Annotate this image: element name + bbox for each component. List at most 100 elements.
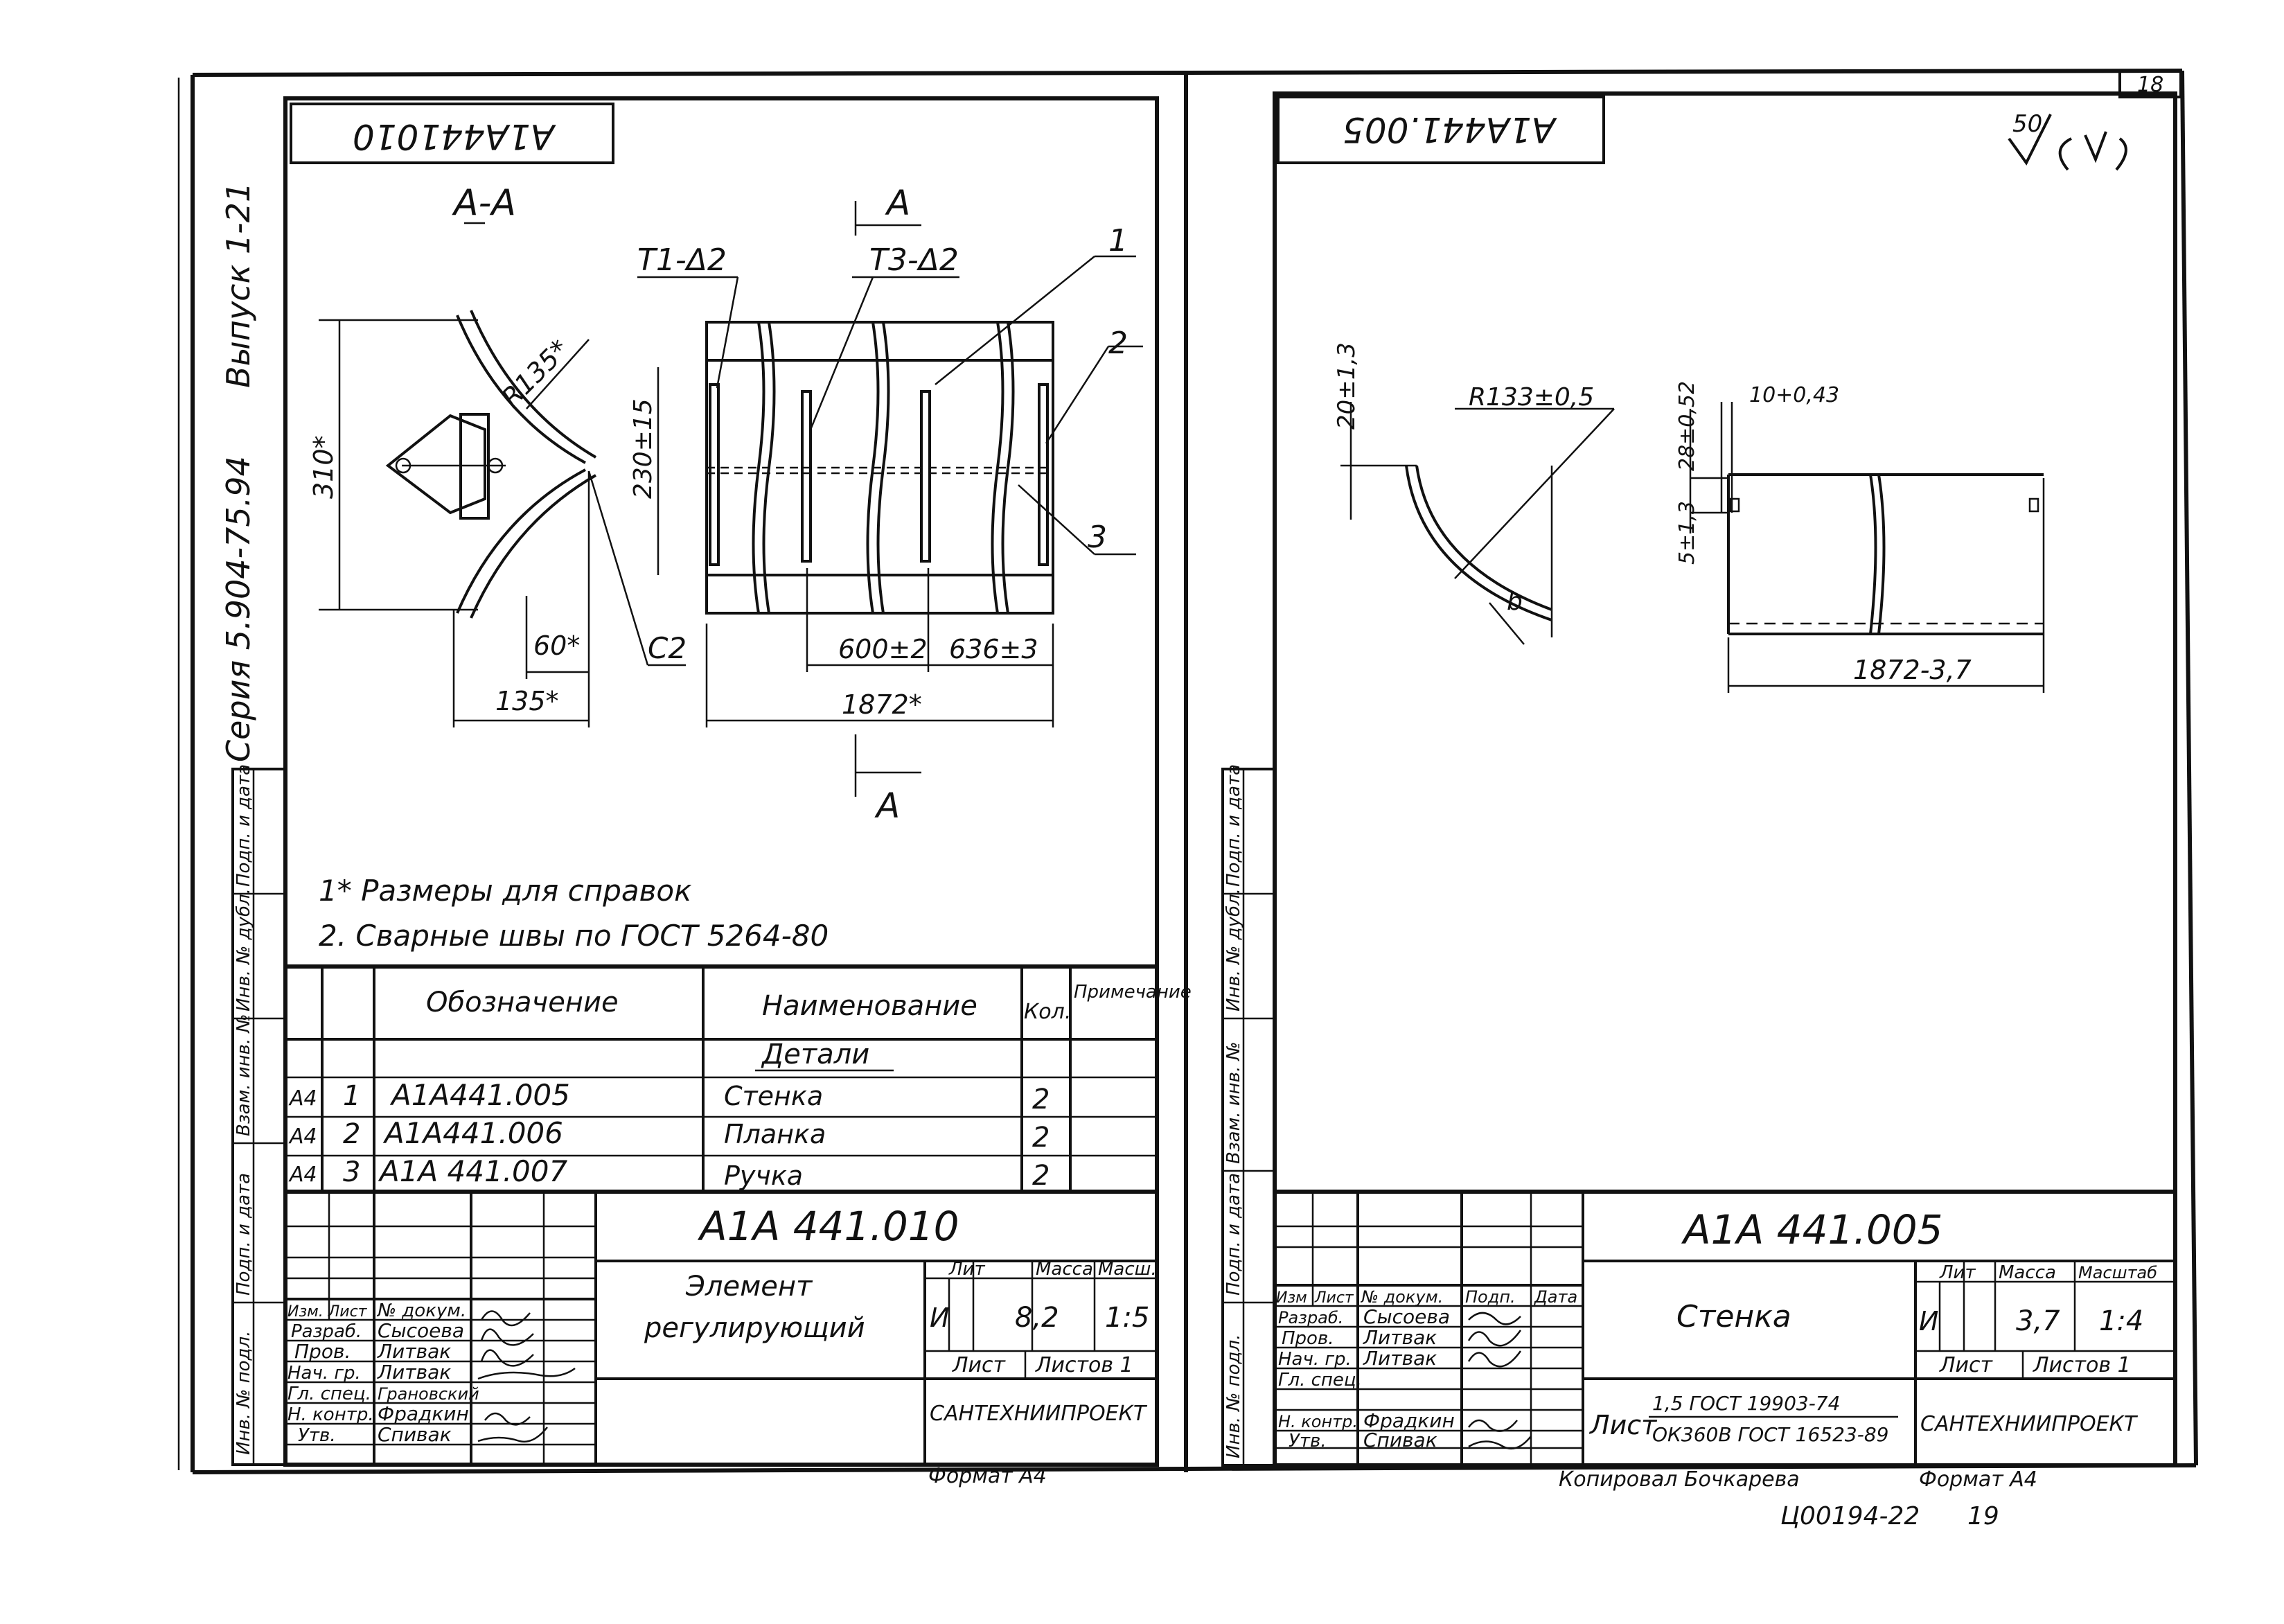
right-org: САНТЕХНИИПРОЕКТ bbox=[1920, 1412, 2139, 1436]
spec-row-1-format: А4 bbox=[288, 1086, 317, 1111]
left-name-4: Грановский bbox=[378, 1384, 479, 1404]
spec-row-3-qty: 2 bbox=[1032, 1160, 1050, 1192]
position-2: 2 bbox=[1108, 326, 1128, 361]
issue-text: Выпуск 1-21 bbox=[220, 182, 257, 388]
left-scale: 1:5 bbox=[1105, 1302, 1149, 1334]
right-stamp-3: Взам. инв. № bbox=[1223, 1041, 1244, 1164]
left-sheets-label: Листов 1 bbox=[1035, 1353, 1133, 1377]
left-title-line1: Элемент bbox=[685, 1271, 813, 1303]
spec-section-details: Детали bbox=[761, 1039, 869, 1070]
position-3: 3 bbox=[1088, 520, 1107, 555]
right-mass-label: Масса bbox=[1999, 1262, 2056, 1283]
section-aa-drawing bbox=[319, 310, 686, 727]
spec-row-2-pos: 2 bbox=[343, 1118, 360, 1150]
left-role-0: Изм. Лист bbox=[287, 1303, 368, 1321]
roughness-value: 50 bbox=[2012, 110, 2042, 138]
right-sheet-number: 18 bbox=[2137, 73, 2163, 97]
right-footer-copy: Копировал Бочкарева bbox=[1559, 1467, 1800, 1492]
right-flipped-designation: А1А441.005 bbox=[1343, 109, 1557, 150]
dim-r135: R135* bbox=[495, 334, 575, 414]
spec-row-2-qty: 2 bbox=[1032, 1122, 1050, 1154]
spec-row-3-format: А4 bbox=[288, 1163, 317, 1187]
left-scale-label: Масш. bbox=[1098, 1259, 1157, 1280]
dim-5: 5±1,3 bbox=[1675, 501, 1699, 565]
spec-row-3-name: Ручка bbox=[724, 1160, 803, 1191]
dim-b: b bbox=[1507, 588, 1523, 616]
dim-230: 230±15 bbox=[629, 398, 657, 499]
right-stamp-4: Подп. и дата bbox=[1223, 1173, 1244, 1296]
right-stamp-2: Инв. № дубл. bbox=[1223, 888, 1244, 1012]
spec-row-1-name: Стенка bbox=[724, 1081, 823, 1111]
spec-header-qty: Кол. bbox=[1024, 1000, 1071, 1024]
dim-20: 20±1,3 bbox=[1333, 342, 1361, 430]
left-sheet: Подп. и дата Инв. № дубл. Взам. инв. № П… bbox=[220, 96, 1192, 1488]
weld-label-2: T3-Δ2 bbox=[869, 242, 959, 278]
front-view-drawing bbox=[637, 201, 1143, 797]
right-stamp-1: Подп. и дата bbox=[1223, 764, 1244, 887]
right-name-4: Фрадкин bbox=[1363, 1409, 1455, 1432]
left-title-block bbox=[285, 1190, 1157, 1465]
signature bbox=[1468, 1436, 1532, 1450]
right-stamp-5: Инв. № подл. bbox=[1223, 1334, 1244, 1458]
dim-135: 135* bbox=[495, 686, 559, 716]
right-role-0: Разраб. bbox=[1278, 1308, 1343, 1327]
right-scale-label: Масштаб bbox=[2078, 1263, 2157, 1282]
right-title-block bbox=[1275, 1190, 2175, 1465]
left-stamp-5: Инв. № подл. bbox=[233, 1331, 254, 1455]
spec-row-3-pos: 3 bbox=[343, 1156, 360, 1188]
signature bbox=[1467, 1330, 1522, 1347]
section-aa-label: А-А bbox=[452, 182, 516, 224]
signature bbox=[480, 1328, 534, 1346]
dim-310: 310* bbox=[308, 435, 339, 499]
left-role-4: Гл. спец. bbox=[287, 1384, 371, 1404]
signature bbox=[1467, 1350, 1522, 1368]
left-mass: 8,2 bbox=[1015, 1302, 1059, 1334]
left-sheet-label: Лист bbox=[952, 1353, 1007, 1377]
right-mass: 3,7 bbox=[2016, 1305, 2060, 1337]
spec-row-1-designation: А1А441.005 bbox=[389, 1078, 570, 1112]
right-footer-code: Ц00194-22 bbox=[1780, 1502, 1920, 1530]
spec-row-1-pos: 1 bbox=[343, 1080, 360, 1112]
spec-row-1-qty: 2 bbox=[1032, 1084, 1050, 1115]
note-2: 2. Сварные швы по ГОСТ 5264-80 bbox=[319, 919, 829, 953]
spec-row-2-name: Планка bbox=[724, 1119, 826, 1149]
left-name-6: Спивак bbox=[378, 1423, 452, 1446]
dim-636: 636±3 bbox=[949, 634, 1038, 664]
right-name-5: Спивак bbox=[1363, 1429, 1437, 1451]
left-role-3: Нач. гр. bbox=[287, 1363, 361, 1384]
right-role-5: Утв. bbox=[1289, 1431, 1327, 1451]
right-role-2: Нач. гр. bbox=[1278, 1349, 1352, 1370]
spec-row-2-format: А4 bbox=[288, 1124, 317, 1149]
arc-part-drawing bbox=[1340, 402, 1615, 645]
right-role-4: Н. контр. bbox=[1278, 1412, 1358, 1431]
right-material-top: 1,5 ГОСТ 19903-74 bbox=[1652, 1392, 1840, 1415]
spec-row: А4 3 А1А 441.007 Ручка 2 bbox=[288, 1154, 1050, 1192]
signature bbox=[484, 1412, 531, 1426]
outer-frame bbox=[177, 69, 2198, 1474]
spec-row-3-designation: А1А 441.007 bbox=[378, 1154, 567, 1188]
right-footer-format: Формат А4 bbox=[1919, 1467, 2037, 1492]
spec-row: А4 2 А1А441.006 Планка 2 bbox=[288, 1116, 1050, 1154]
right-lit-label: Лит bbox=[1939, 1262, 1976, 1283]
spec-header-note: Примечание bbox=[1074, 982, 1192, 1003]
cut-label-top: А bbox=[885, 183, 910, 223]
position-1: 1 bbox=[1108, 223, 1128, 258]
right-material-label: Лист bbox=[1588, 1410, 1658, 1440]
left-lit: И bbox=[930, 1303, 949, 1333]
left-mass-label: Масса bbox=[1036, 1259, 1093, 1280]
right-lit: И bbox=[1919, 1306, 1938, 1336]
dim-28: 28±0,52 bbox=[1675, 381, 1699, 471]
left-title-line2: регулирующий bbox=[644, 1312, 865, 1344]
right-doc-number: А1А 441.005 bbox=[1681, 1206, 1943, 1253]
right-name-2: Литвак bbox=[1363, 1347, 1437, 1370]
right-material-bottom: ОК360В ГОСТ 16523-89 bbox=[1652, 1423, 1888, 1446]
straight-part-drawing bbox=[1689, 402, 2045, 693]
series-text: Серия 5.904-75.94 bbox=[220, 456, 257, 762]
right-name-0: Сысоева bbox=[1363, 1305, 1450, 1328]
left-role-5: Н. контр. bbox=[287, 1404, 374, 1425]
left-name-1: Сысоева bbox=[378, 1319, 464, 1342]
left-stamp-4: Подп. и дата bbox=[233, 1173, 254, 1296]
spec-header-name: Наименование bbox=[762, 990, 977, 1022]
dim-1872: 1872* bbox=[842, 689, 922, 720]
